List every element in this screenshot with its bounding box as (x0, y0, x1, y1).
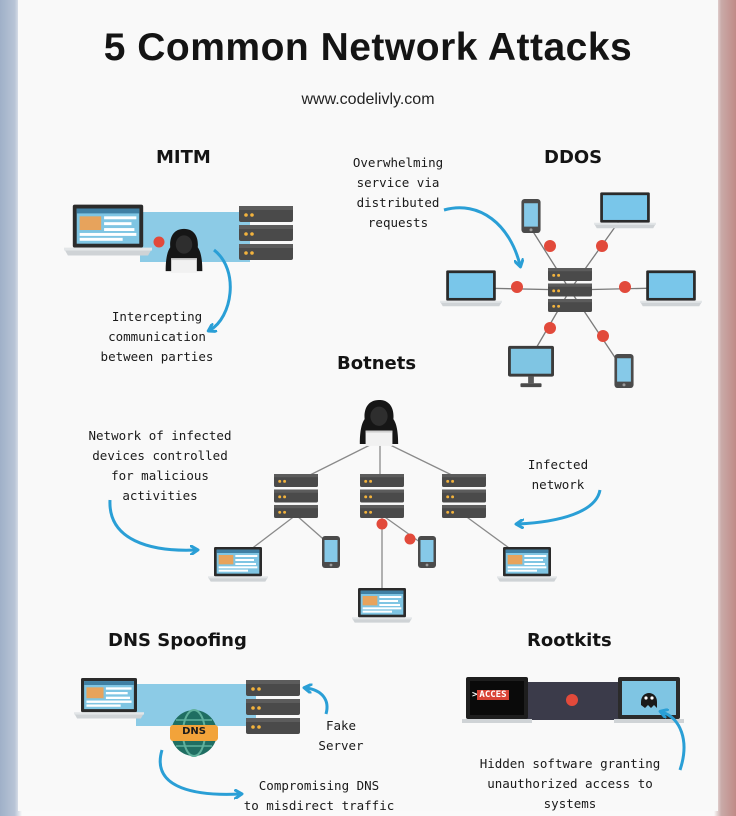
botnets-note-line: devices controlled (92, 448, 228, 463)
laptop-icon (64, 204, 152, 256)
ghost-laptop (614, 677, 684, 723)
ddos-note: Overwhelming service via distributed req… (322, 153, 474, 233)
phone-icon (418, 536, 436, 568)
laptop-icon (440, 270, 502, 307)
server-icon (442, 474, 486, 518)
ghost-icon (641, 693, 657, 708)
dns-note-line: to misdirect traffic (243, 798, 395, 813)
server-icon (360, 474, 404, 518)
botnets-note-line: network (531, 477, 585, 492)
fake-server-line: Server (318, 738, 364, 753)
ddos-diagram (440, 192, 702, 388)
rootkits-note: Hidden software granting unauthorized ac… (464, 754, 676, 814)
botnets-diagram (108, 399, 602, 623)
server-icon (548, 268, 592, 312)
terminal-text: >ACCES (472, 690, 509, 700)
access-text: ACCES (477, 690, 509, 700)
fake-server-arrow (306, 688, 329, 715)
fake-server-label: Fake Server (306, 716, 376, 756)
rootkits-note-line: Hidden software granting (479, 756, 661, 771)
ddos-note-line: Overwhelming (352, 155, 444, 170)
phone-icon (614, 354, 634, 388)
dns-note-line: Compromising DNS (258, 778, 380, 793)
laptop-icon (497, 547, 557, 582)
botnet-right-arrow (518, 489, 602, 524)
server-icon (246, 680, 300, 734)
mitm-heading: MITM (156, 147, 211, 168)
globe-icon (170, 709, 218, 757)
botnets-note-line: Network of infected (88, 428, 232, 443)
laptop-icon (208, 547, 268, 582)
botnets-note-line: for malicious (111, 468, 209, 483)
botnets-left-note: Network of infected devices controlled f… (68, 426, 252, 506)
mitm-note-line: Intercepting (111, 309, 203, 324)
page-title: 5 Common Network Attacks (103, 26, 633, 69)
mitm-note: Intercepting communication between parti… (76, 307, 238, 367)
botnet-left-arrow (108, 499, 196, 550)
intercept-dot (153, 236, 165, 248)
ddos-note-line: distributed (356, 195, 440, 210)
rootkits-heading: Rootkits (527, 630, 612, 651)
laptop-icon (352, 588, 412, 623)
ddos-arrow (443, 206, 520, 265)
botnets-heading: Botnets (337, 353, 417, 374)
rootkits-note-line: unauthorized access to (487, 776, 653, 791)
mitm-note-line: between parties (100, 349, 214, 364)
terminal-laptop (462, 677, 532, 723)
attack-dots (511, 240, 631, 342)
monitor-icon (508, 345, 554, 388)
laptop-icon (594, 192, 656, 229)
rootkits-note-line: systems (543, 796, 597, 811)
laptop-icon (74, 678, 144, 719)
mitm-note-line: communication (108, 329, 206, 344)
website-url: www.codelivly.com (301, 91, 435, 108)
dns-arrow (158, 749, 240, 794)
ddos-note-line: service via (356, 175, 440, 190)
infection-dot (376, 518, 388, 530)
botnets-note-line: Infected (527, 457, 589, 472)
server-icon (239, 206, 293, 260)
ddos-note-line: requests (367, 215, 429, 230)
botnets-right-note: Infected network (512, 455, 604, 495)
dns-diagram (74, 678, 329, 794)
server-icon (274, 474, 318, 518)
phone-icon (322, 536, 340, 568)
rootkit-arrow (662, 712, 686, 771)
dns-note: Compromising DNS to misdirect traffic (238, 776, 400, 816)
ddos-heading: DDOS (544, 147, 603, 168)
hacker-icon (359, 399, 399, 446)
phone-icon (521, 199, 541, 233)
dns-spoofing-heading: DNS Spoofing (108, 630, 247, 651)
rootkit-dot (566, 694, 578, 706)
infection-dot (404, 533, 416, 545)
botnets-note-line: activities (122, 488, 198, 503)
mitm-arrow (210, 248, 232, 330)
mitm-diagram (64, 204, 293, 330)
fake-server-line: Fake (325, 718, 357, 733)
dns-label: DNS (182, 726, 206, 737)
laptop-icon (640, 270, 702, 307)
